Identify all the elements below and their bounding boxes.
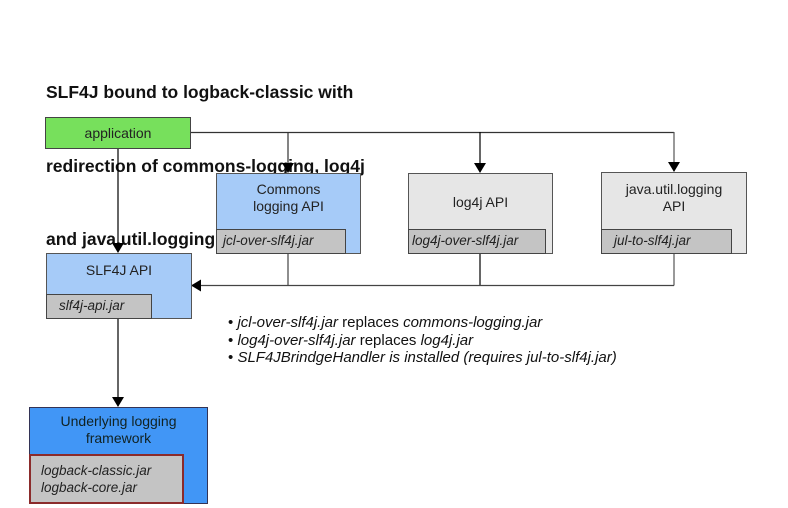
jcl-over-slf4j-jar: jcl-over-slf4j.jar	[216, 229, 346, 254]
logback-classic-jar: logback-classic.jar	[41, 463, 152, 478]
application-label: application	[84, 125, 152, 141]
log4j-api-label: log4j API	[452, 194, 509, 210]
slf4j-api-jar: slf4j-api.jar	[46, 294, 152, 319]
jul-api-label: java.util.logging API	[602, 181, 746, 215]
title-line: SLF4J bound to logback-classic with	[46, 82, 354, 102]
note-jar: log4j-over-slf4j.jar	[237, 331, 356, 349]
bullet: •	[228, 314, 234, 331]
note-text: replaces	[338, 314, 404, 331]
note-item: • log4j-over-slf4j.jar replaces log4j.ja…	[228, 332, 617, 350]
label-line: java.util.logging	[625, 181, 723, 197]
logback-core-jar: logback-core.jar	[41, 480, 138, 495]
log4j-api-node[interactable]: log4j API log4j-over-slf4j.jar	[408, 173, 553, 254]
note-jar: commons-logging.jar	[403, 314, 543, 331]
title-line: redirection of commons-logging, log4j	[46, 155, 365, 176]
label-line: Underlying logging	[60, 413, 177, 429]
note-jar: jcl-over-slf4j.jar	[237, 314, 339, 331]
commons-logging-api-node[interactable]: Commons logging API jcl-over-slf4j.jar	[216, 173, 361, 254]
label-line: framework	[85, 430, 152, 446]
note-jar: log4j.jar	[420, 331, 474, 349]
log4j-over-slf4j-jar: log4j-over-slf4j.jar	[408, 229, 546, 254]
bullet: •	[228, 331, 234, 349]
commons-logging-api-label: Commons logging API	[217, 181, 360, 215]
notes-list: • jcl-over-slf4j.jar replaces commons-lo…	[228, 314, 617, 367]
note-item: • jcl-over-slf4j.jar replaces commons-lo…	[228, 314, 617, 332]
bullet: •	[228, 349, 234, 366]
slf4j-api-node[interactable]: SLF4J API slf4j-api.jar	[46, 253, 192, 319]
slf4j-api-label: SLF4J API	[85, 262, 153, 278]
label-line: logging API	[253, 198, 324, 214]
note-text: SLF4JBrindgeHandler is installed (requir…	[237, 349, 617, 366]
jul-api-node[interactable]: java.util.logging API jul-to-slf4j.jar	[601, 172, 747, 254]
note-item: • SLF4JBrindgeHandler is installed (requ…	[228, 349, 617, 367]
label-line: Commons	[256, 181, 321, 197]
diagram-title: SLF4J bound to logback-classic with redi…	[46, 31, 365, 276]
note-text: replaces	[355, 331, 421, 349]
jul-to-slf4j-jar: jul-to-slf4j.jar	[601, 229, 732, 254]
application-node[interactable]: application	[45, 117, 191, 149]
underlying-logging-framework-label: Underlying logging framework	[30, 413, 207, 447]
logback-jars: logback-classic.jar logback-core.jar	[29, 454, 184, 504]
label-line: API	[662, 198, 686, 214]
underlying-logging-framework-node[interactable]: Underlying logging framework logback-cla…	[29, 407, 208, 504]
